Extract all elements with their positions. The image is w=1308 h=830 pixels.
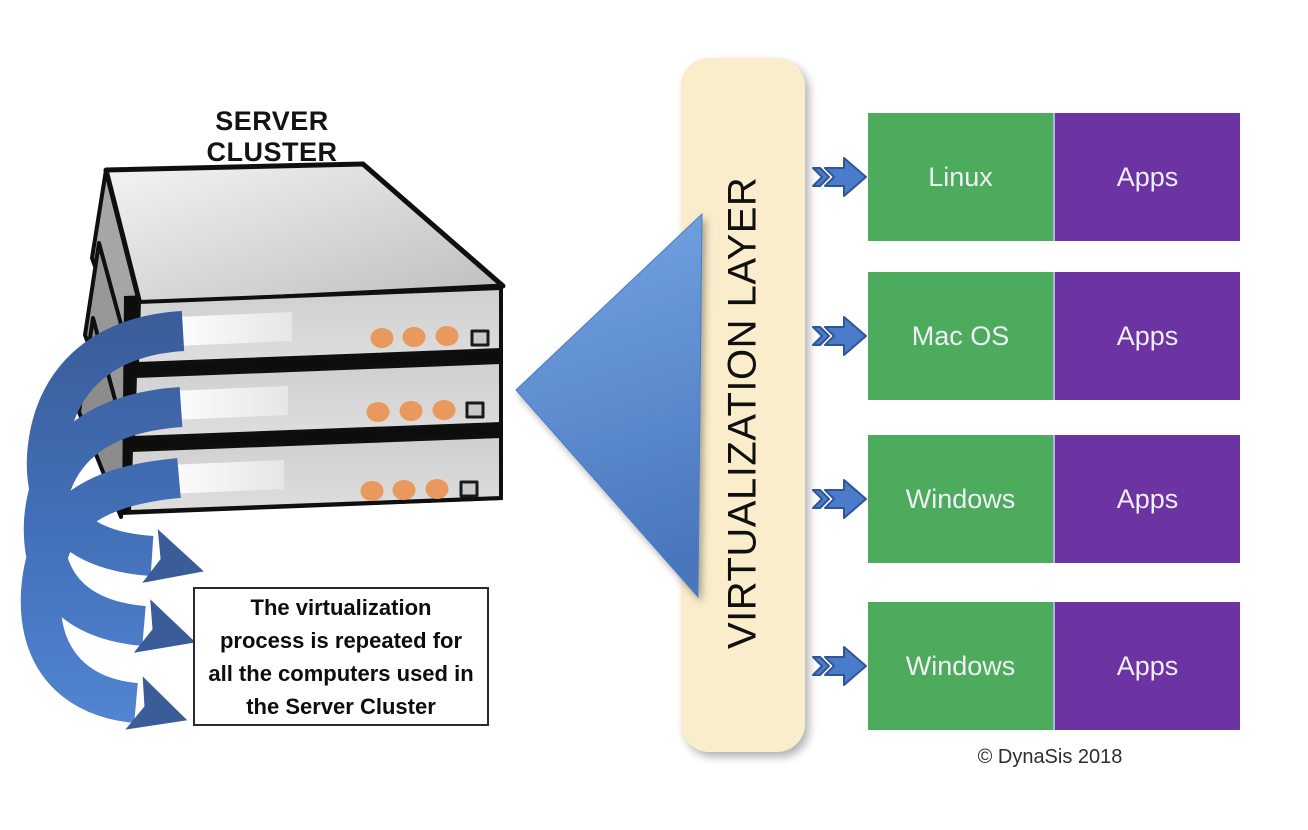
apps-box: Apps	[1055, 602, 1240, 730]
copyright-text: © DynaSis 2018	[977, 746, 1123, 768]
flow-arrow-icon	[812, 316, 867, 356]
server-unit-panel	[127, 434, 503, 514]
server-led-lights	[360, 326, 459, 501]
curved-arrow-icon	[20, 458, 181, 723]
server-side-edge	[83, 241, 136, 446]
vm-row-macos: Mac OS Apps	[812, 272, 1240, 400]
vm-row-linux: Linux Apps	[812, 113, 1240, 241]
note-line: The virtualization	[250, 594, 432, 620]
flow-arrow-icon	[812, 646, 867, 686]
note-box: The virtualization process is repeated f…	[193, 587, 489, 726]
apps-box: Apps	[1055, 435, 1240, 563]
flow-arrow-icon	[812, 479, 867, 519]
flow-arrow-icon	[812, 157, 867, 197]
server-drive-slot	[176, 312, 292, 346]
os-box: Windows	[868, 602, 1055, 730]
server-chassis	[122, 282, 503, 515]
apps-box: Apps	[1055, 113, 1240, 241]
os-box: Linux	[868, 113, 1055, 241]
vm-row-windows-1: Windows Apps	[812, 435, 1240, 563]
server-unit-panel	[135, 286, 503, 366]
server-side-edge	[90, 168, 143, 374]
note-line: the Server Cluster	[246, 693, 436, 719]
os-box: Windows	[868, 435, 1055, 563]
curved-arrows-icon	[20, 311, 204, 730]
curved-arrow-icon	[26, 311, 185, 576]
curved-arrow-icon	[23, 387, 183, 646]
server-unit-panel	[131, 360, 503, 440]
os-box: Mac OS	[868, 272, 1055, 400]
apps-box: Apps	[1055, 272, 1240, 400]
note-line: process is repeated for	[219, 627, 463, 653]
vm-row-windows-2: Windows Apps	[812, 602, 1240, 730]
server-drive-slot	[167, 460, 284, 494]
note-line: all the computers used in	[208, 660, 474, 686]
server-drive-slot	[171, 386, 288, 420]
server-side-edge	[77, 316, 129, 519]
virtualization-layer-label: VIRTUALIZATION LAYER	[720, 176, 765, 650]
server-power-button	[459, 329, 490, 498]
diagram-title: SERVER CLUSTER	[206, 106, 338, 167]
server-top-face	[103, 161, 506, 307]
server-stack-illustration	[77, 161, 506, 519]
funnel-triangle-icon	[515, 212, 703, 599]
curved-arrow-head-icon	[125, 676, 188, 730]
